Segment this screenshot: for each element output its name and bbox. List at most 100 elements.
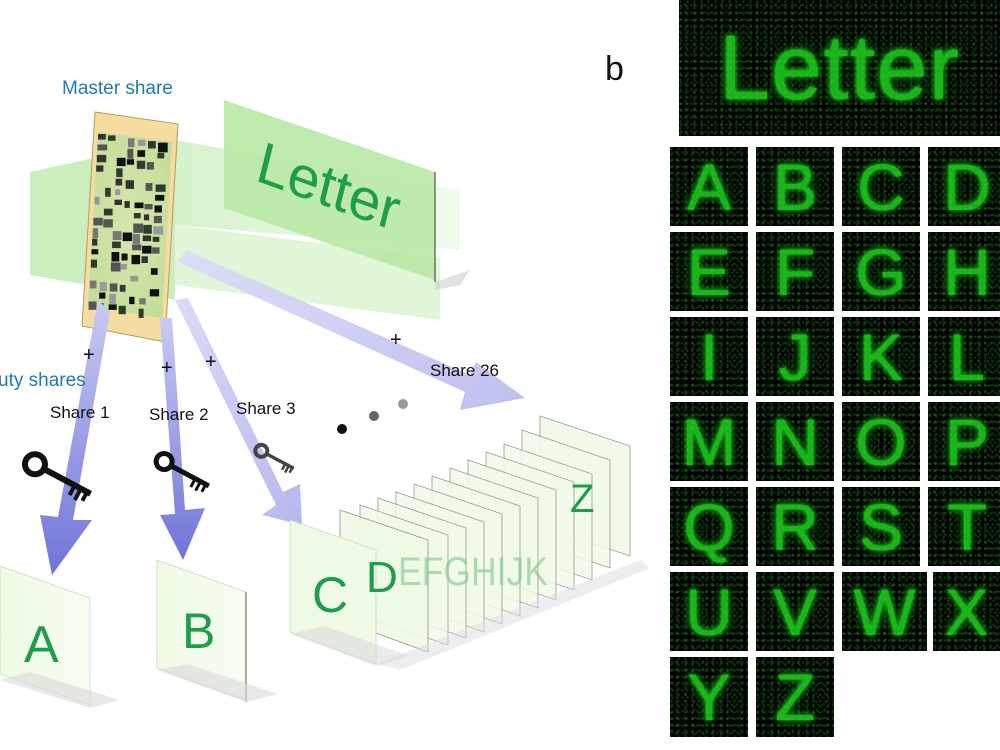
- master-share-pixel: [103, 219, 113, 228]
- master-share-pixel: [142, 235, 152, 242]
- key-icon-share-2: [153, 451, 211, 493]
- master-share-pixel: [141, 256, 148, 263]
- master-share-pixel: [131, 254, 141, 265]
- share-2-label: Share 2: [149, 405, 209, 424]
- master-share-pixel: [126, 159, 135, 165]
- letter-screen: [224, 100, 435, 280]
- arrow-share-3: [175, 298, 302, 525]
- master-share-pixel: [92, 238, 98, 246]
- screen-b-letter: B: [182, 603, 215, 659]
- master-share-pixel: [152, 236, 160, 242]
- master-share-pixel: [132, 244, 142, 251]
- ellipsis-dot-3: [398, 399, 408, 409]
- master-share-pixel: [105, 187, 111, 197]
- master-share-pixel: [157, 153, 165, 159]
- master-share-pixel: [96, 165, 104, 172]
- master-share-pixel: [103, 208, 113, 216]
- master-share-pixel: [145, 183, 153, 191]
- plus-sign-1: +: [83, 344, 95, 366]
- master-share-pixel: [148, 141, 156, 149]
- master-share-pixel: [94, 196, 100, 205]
- plus-sign-26: +: [390, 329, 402, 351]
- master-share-pixel: [116, 168, 123, 178]
- master-share-pixel: [155, 184, 166, 192]
- master-share-pixel: [152, 247, 160, 254]
- beauty-shares-label: uty shares: [0, 370, 86, 391]
- master-share-pixel: [108, 135, 116, 141]
- master-share-pixel: [143, 224, 152, 234]
- master-share-pixel: [99, 282, 107, 292]
- master-share-pixel: [110, 262, 121, 272]
- master-share-pixel: [116, 157, 126, 167]
- key-icon-share-1: [21, 451, 92, 502]
- master-share-pixel: [88, 301, 97, 310]
- master-share-pixel: [155, 194, 165, 201]
- master-share-pixel: [114, 199, 122, 205]
- key-icon-share-3: [253, 442, 295, 474]
- master-share-pixel: [150, 268, 158, 275]
- master-share-pixel: [158, 142, 168, 153]
- master-share-pixel: [128, 138, 135, 148]
- master-share-pixel: [149, 289, 160, 297]
- master-share-pixel: [154, 205, 162, 213]
- arrow-share-26: [178, 250, 525, 410]
- master-share-pixel: [139, 298, 146, 305]
- master-share-pixel: [108, 304, 117, 310]
- master-share-pixel: [129, 296, 135, 305]
- master-share-pixel: [120, 263, 127, 270]
- master-share-pixel: [112, 231, 122, 240]
- master-share-pixel: [153, 215, 162, 224]
- arrow-share-1: [40, 300, 110, 575]
- share-26-label: Share 26: [430, 361, 499, 380]
- master-share-pixel: [115, 189, 121, 195]
- reconstruction-beam: [175, 225, 440, 320]
- share-1-label: Share 1: [50, 403, 110, 422]
- master-share-pixel: [93, 217, 103, 226]
- master-share-pixel: [109, 283, 118, 292]
- master-share-pixel: [97, 144, 108, 151]
- master-share-pixel: [112, 241, 121, 249]
- screen-d-letter: D: [366, 553, 398, 602]
- master-share-pixel: [91, 249, 99, 255]
- master-share-pixel: [111, 252, 120, 262]
- master-share-pixel: [92, 228, 99, 239]
- ellipsis-dot-2: [369, 411, 379, 421]
- master-share-pixel: [137, 150, 146, 157]
- master-share-pixel: [89, 280, 97, 289]
- master-share-pixel: [90, 259, 97, 268]
- master-share-pixel: [138, 139, 146, 146]
- master-share-pixel: [130, 275, 139, 282]
- panel-b-label: b: [605, 50, 624, 88]
- master-share-pixel: [118, 305, 126, 315]
- screen-stack: [289, 415, 650, 670]
- master-share-pixel: [153, 226, 164, 235]
- master-share-pixel: [146, 162, 154, 170]
- master-share-pixel: [143, 214, 150, 221]
- stack-letters: EFGHIJK: [398, 550, 548, 594]
- master-share-pixel: [125, 180, 134, 189]
- screen-a-letter: A: [24, 616, 59, 674]
- master-share-pixel: [109, 293, 116, 304]
- master-share-pixel: [138, 308, 144, 318]
- master-share-pixel: [136, 160, 146, 169]
- master-share-pixel: [142, 245, 152, 254]
- master-share-pixel: [127, 148, 134, 159]
- plus-sign-2: +: [161, 357, 173, 379]
- screen-z-letter: Z: [570, 477, 594, 521]
- master-share-pixel: [144, 204, 153, 210]
- arrow-share-2: [160, 318, 205, 560]
- master-share-pixel: [121, 253, 128, 261]
- master-share-pixel: [96, 154, 107, 163]
- master-share-pixel: [133, 213, 141, 219]
- master-share-pixel: [124, 201, 130, 208]
- share-3-label: Share 3: [236, 399, 296, 418]
- master-share-pixel: [119, 284, 126, 292]
- screen-c-letter: C: [312, 567, 348, 623]
- ellipsis-dot-1: [337, 424, 347, 434]
- master-share-label: Master share: [62, 78, 173, 99]
- master-share-pixel: [99, 292, 106, 299]
- master-share-pixels: [88, 134, 168, 318]
- master-share-pixel: [98, 134, 106, 140]
- master-share-pixel: [133, 223, 144, 233]
